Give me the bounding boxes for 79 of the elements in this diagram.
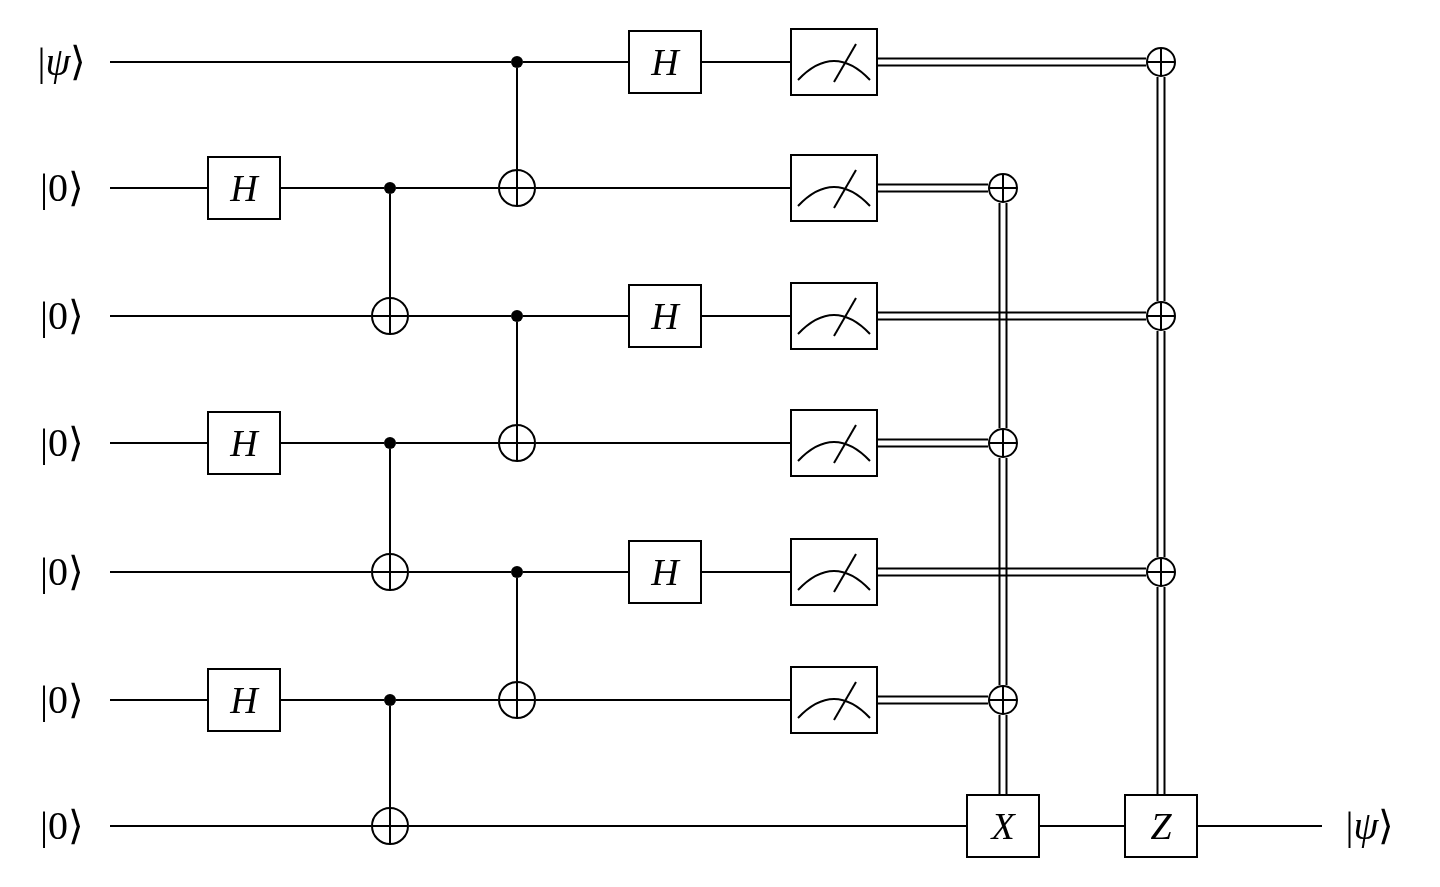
- ket-label: |0⟩: [40, 552, 84, 592]
- quantum-wire: [395, 699, 499, 701]
- quantum-wire: [535, 699, 791, 701]
- ket-label: |ψ⟩: [37, 42, 87, 82]
- measurement-meter: [790, 282, 878, 350]
- classical-wire: [877, 695, 989, 705]
- ket-label: |0⟩: [40, 168, 84, 208]
- gate-box: H: [207, 156, 281, 220]
- quantum-wire: [109, 315, 372, 317]
- control-line: [516, 67, 518, 170]
- target-symbol: [1146, 301, 1176, 331]
- gate-box: X: [966, 794, 1040, 858]
- gate-box: H: [628, 30, 702, 94]
- quantum-wire: [280, 187, 385, 189]
- classical-wire: [998, 202, 1008, 429]
- quantum-wire: [109, 825, 372, 827]
- quantum-wire: [395, 442, 499, 444]
- quantum-wire: [109, 442, 208, 444]
- measurement-meter: [790, 409, 878, 477]
- gate-box: H: [207, 411, 281, 475]
- target-symbol: [371, 297, 409, 335]
- classical-wire: [877, 311, 1147, 321]
- quantum-wire: [109, 187, 208, 189]
- ket-label: |0⟩: [40, 680, 84, 720]
- control-line: [516, 577, 518, 682]
- control-line: [389, 705, 391, 808]
- quantum-wire: [701, 315, 791, 317]
- classical-wire: [998, 457, 1008, 686]
- control-line: [389, 193, 391, 298]
- quantum-wire: [1197, 825, 1323, 827]
- measurement-meter: [790, 154, 878, 222]
- target-symbol: [371, 807, 409, 845]
- quantum-wire: [109, 699, 208, 701]
- classical-wire: [998, 714, 1008, 795]
- gate-box: H: [628, 284, 702, 348]
- ket-label: |0⟩: [40, 806, 84, 846]
- classical-wire: [877, 183, 989, 193]
- quantum-wire: [535, 442, 791, 444]
- gate-box: Z: [1124, 794, 1198, 858]
- measurement-meter: [790, 28, 878, 96]
- measurement-meter: [790, 666, 878, 734]
- classical-wire: [1156, 586, 1166, 795]
- gate-box: H: [207, 668, 281, 732]
- quantum-wire: [522, 61, 629, 63]
- target-symbol: [1146, 47, 1176, 77]
- quantum-wire: [280, 442, 385, 444]
- ket-label: |ψ⟩: [1345, 806, 1395, 846]
- target-symbol: [988, 173, 1018, 203]
- ket-label: |0⟩: [40, 423, 84, 463]
- target-symbol: [498, 681, 536, 719]
- quantum-wire: [109, 571, 372, 573]
- classical-wire: [877, 438, 989, 448]
- quantum-wire: [408, 825, 967, 827]
- ket-label: |0⟩: [40, 296, 84, 336]
- quantum-wire: [522, 315, 629, 317]
- quantum-wire: [109, 61, 512, 63]
- quantum-wire: [1039, 825, 1125, 827]
- gate-box: H: [628, 540, 702, 604]
- quantum-wire: [395, 187, 499, 189]
- quantum-wire: [535, 187, 791, 189]
- classical-wire: [877, 567, 1147, 577]
- control-line: [389, 448, 391, 554]
- target-symbol: [498, 169, 536, 207]
- classical-wire: [1156, 330, 1166, 558]
- control-line: [516, 321, 518, 425]
- quantum-wire: [408, 571, 512, 573]
- quantum-wire: [701, 61, 791, 63]
- target-symbol: [498, 424, 536, 462]
- classical-wire: [1156, 76, 1166, 302]
- target-symbol: [988, 685, 1018, 715]
- quantum-wire: [280, 699, 385, 701]
- target-symbol: [371, 553, 409, 591]
- classical-wire: [877, 57, 1147, 67]
- target-symbol: [988, 428, 1018, 458]
- quantum-wire: [522, 571, 629, 573]
- measurement-meter: [790, 538, 878, 606]
- target-symbol: [1146, 557, 1176, 587]
- quantum-wire: [701, 571, 791, 573]
- quantum-wire: [408, 315, 512, 317]
